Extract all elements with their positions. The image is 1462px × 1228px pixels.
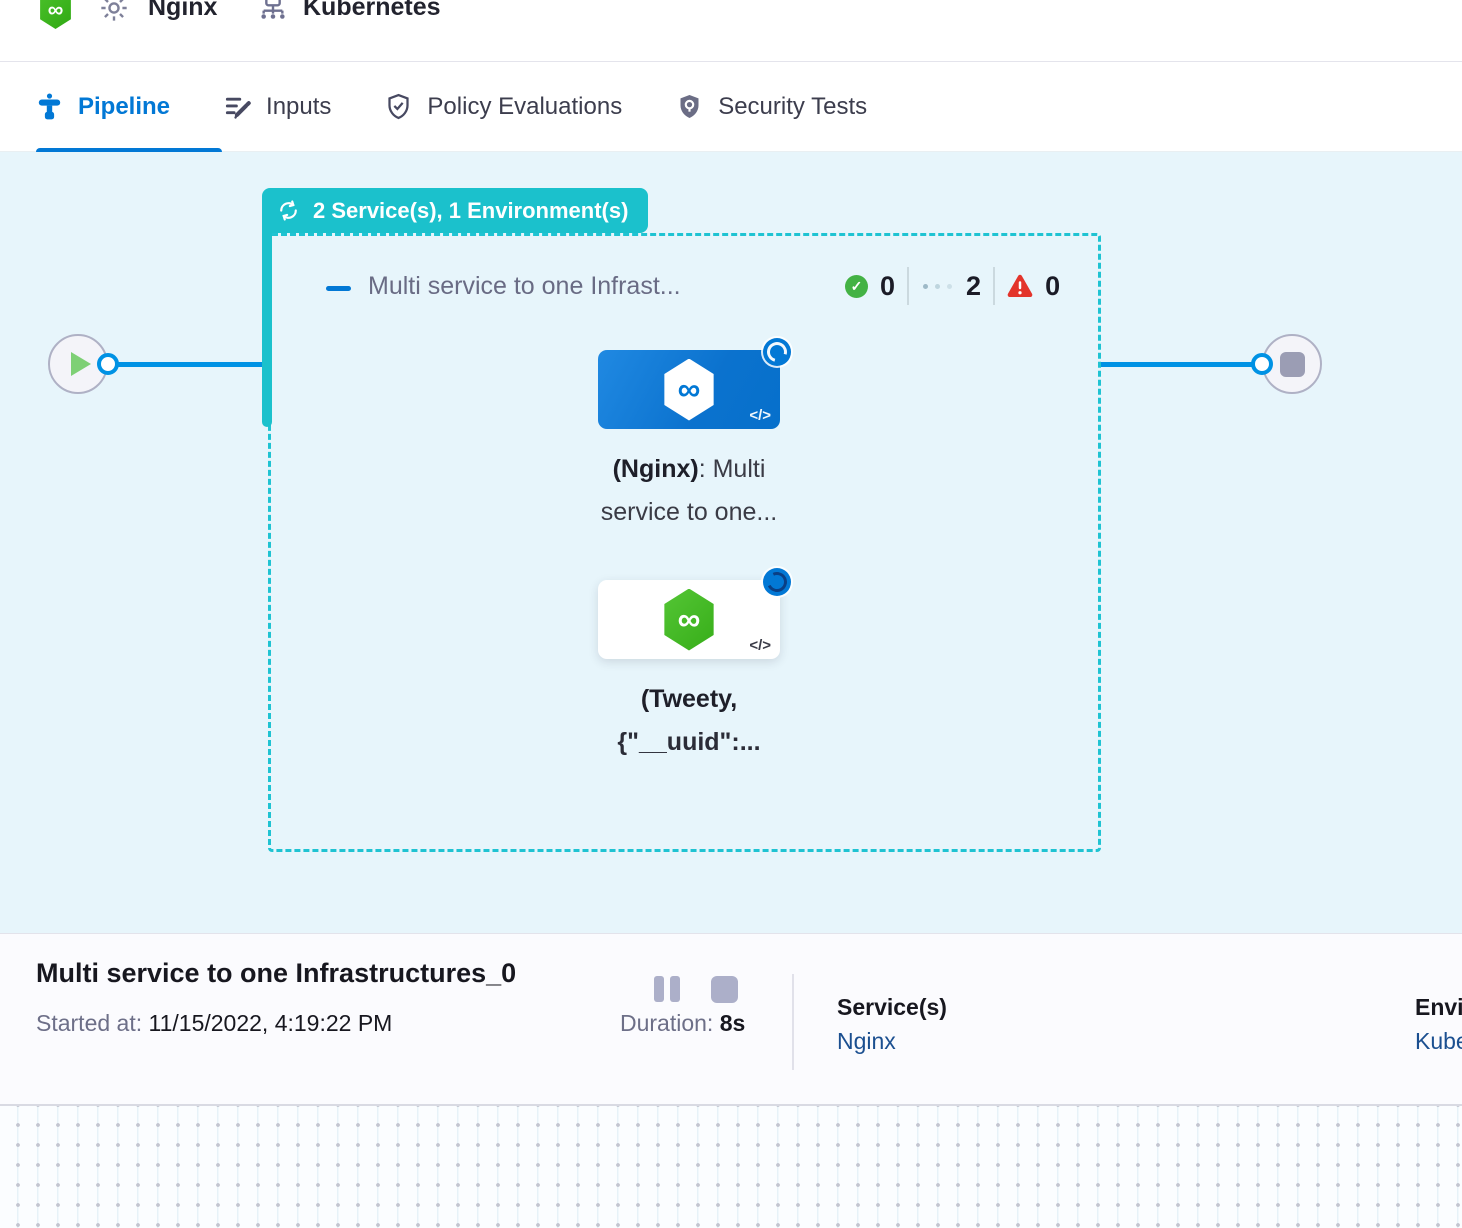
end-port <box>1251 353 1273 375</box>
tab-label: Pipeline <box>78 92 171 120</box>
node-label-line2: {"__uuid":... <box>617 728 761 756</box>
stage-status-counts: ✓ 0 2 0 <box>845 267 1061 305</box>
footer-divider <box>792 974 794 1070</box>
code-icon: </> <box>749 637 771 654</box>
abort-button[interactable] <box>711 976 738 1003</box>
stage-group-label: 2 Service(s), 1 Environment(s) <box>313 197 629 223</box>
infinity-glyph: ∞ <box>677 601 701 637</box>
services-label: Service(s) <box>837 994 947 1020</box>
stage-group-boundary <box>268 233 1101 852</box>
failed-count: 0 <box>1045 270 1061 301</box>
services-link[interactable]: Nginx <box>837 1028 896 1054</box>
started-at-label: Started at: <box>36 1010 143 1036</box>
tab-inputs[interactable]: Inputs <box>224 93 331 121</box>
tab-policy-evaluations[interactable]: Policy Evaluations <box>385 93 622 121</box>
duration-row: Duration: 8s <box>620 1010 745 1037</box>
node-label-rest: : Multi <box>698 455 766 483</box>
execution-summary-bar: Multi service to one Infrastructures_0 S… <box>0 933 1462 1104</box>
tab-pipeline[interactable]: Pipeline <box>36 93 170 121</box>
count-divider <box>993 267 996 305</box>
play-icon <box>71 352 91 376</box>
environments-link[interactable]: Kubernetes <box>1415 1028 1462 1054</box>
cluster-icon <box>261 0 285 19</box>
shield-scan-icon <box>680 95 699 118</box>
duration-label: Duration: <box>620 1010 714 1036</box>
success-count: 0 <box>880 270 896 301</box>
node-label-bold: (Tweety, <box>640 685 738 713</box>
code-icon: </> <box>749 407 771 424</box>
tab-label: Inputs <box>266 92 332 120</box>
tab-label: Security Tests <box>718 92 868 120</box>
warning-triangle-icon <box>1007 274 1033 298</box>
check-glyph: ✓ <box>850 277 863 294</box>
tab-bar: Pipeline Inputs Policy Evaluations <box>0 62 1462 152</box>
pipeline-canvas[interactable]: 2 Service(s), 1 Environment(s) Multi ser… <box>0 152 1462 933</box>
running-count-icon <box>921 283 954 289</box>
pause-button[interactable] <box>654 976 680 1002</box>
node-label-nginx: (Nginx): Multi service to one... <box>539 448 839 534</box>
inputs-icon <box>225 97 251 119</box>
execution-title: Multi service to one Infrastructures_0 <box>36 958 517 988</box>
service-chip[interactable]: Nginx <box>148 0 218 21</box>
tab-security-tests[interactable]: Security Tests <box>676 93 867 121</box>
node-label-tweety: (Tweety, {"__uuid":... <box>539 678 839 764</box>
stage-title[interactable]: Multi service to one Infrast... <box>368 272 681 300</box>
service-node-nginx[interactable]: ∞ </> <box>598 350 780 429</box>
shield-check-icon <box>388 93 410 120</box>
count-divider <box>907 267 910 305</box>
tab-label: Policy Evaluations <box>427 92 623 120</box>
connector-line-left <box>106 362 266 367</box>
gear-icon <box>101 0 127 21</box>
running-spinner-badge <box>763 338 791 366</box>
end-node <box>1262 334 1322 394</box>
start-port <box>97 353 119 375</box>
success-count-icon: ✓ <box>845 274 868 298</box>
dot-grid-canvas[interactable] <box>0 1104 1462 1228</box>
environments-label: Environment(s) <box>1415 994 1462 1020</box>
node-label-bold: (Nginx) <box>612 455 699 483</box>
stage-group-spine <box>262 222 272 427</box>
infinity-glyph: ∞ <box>677 371 701 407</box>
node-label-line2: service to one... <box>600 498 778 526</box>
loop-icon <box>280 200 297 221</box>
pipeline-icon <box>38 93 61 120</box>
started-at-value: 11/15/2022, 4:19:22 PM <box>148 1010 393 1036</box>
harness-service-logo-icon: ∞ <box>40 0 71 29</box>
infinity-glyph: ∞ <box>47 0 64 22</box>
duration-value: 8s <box>719 1010 746 1036</box>
collapse-stage-button[interactable] <box>326 286 351 291</box>
active-tab-underline <box>36 148 222 152</box>
running-spinner-badge <box>763 568 791 596</box>
running-count: 2 <box>966 270 982 301</box>
breadcrumb-bar: ∞ Nginx Kubernetes <box>0 0 1462 62</box>
service-node-tweety[interactable]: ∞ </> <box>598 580 780 659</box>
connector-line-right <box>1101 362 1256 367</box>
started-at-row: Started at: 11/15/2022, 4:19:22 PM <box>36 1010 392 1037</box>
environment-chip[interactable]: Kubernetes <box>303 0 441 21</box>
stop-icon <box>1279 351 1305 377</box>
stage-group-badge[interactable]: 2 Service(s), 1 Environment(s) <box>262 188 649 233</box>
